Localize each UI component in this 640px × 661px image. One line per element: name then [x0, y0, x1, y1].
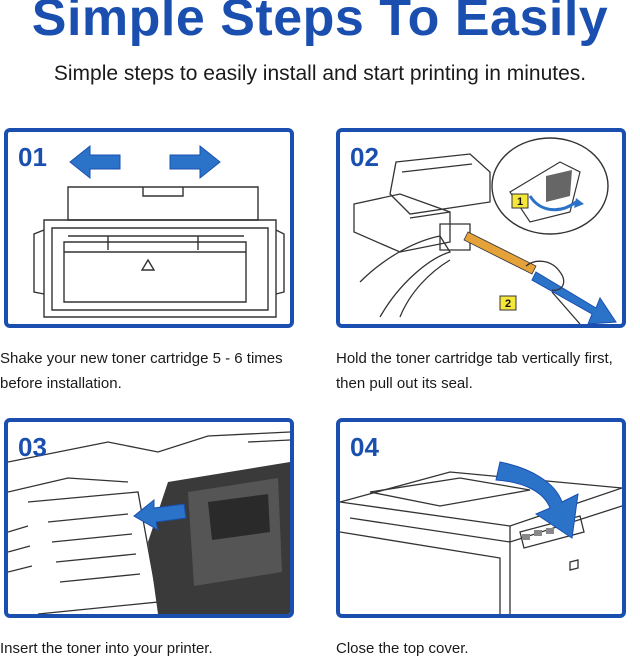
badge-1-label: 1	[517, 196, 523, 208]
zoom-inset-icon	[491, 137, 609, 235]
step-3-caption: Insert the toner into your printer.	[0, 636, 310, 661]
step-3-panel: 03	[4, 418, 294, 618]
insert-toner-illustration	[8, 431, 290, 614]
printer-interior-icon	[8, 431, 290, 614]
step-2-caption-line-1: Hold the toner cartridge tab vertically …	[336, 350, 613, 367]
insert-arrow-icon	[133, 498, 187, 532]
printer-icon	[340, 471, 622, 614]
step-1-caption-line-2: before installation.	[0, 375, 122, 392]
step-1-caption-line-1: Shake your new toner cartridge 5 - 6 tim…	[0, 350, 283, 367]
cartridge-with-seal-icon	[353, 153, 491, 318]
seal-strip-icon	[463, 231, 537, 275]
step-2-number: 02	[350, 142, 379, 172]
step-4-caption-line-1: Close the top cover.	[336, 640, 469, 657]
close-cover-illustration	[340, 461, 622, 614]
step-2-panel: 02 1	[336, 128, 626, 328]
pull-arrow-icon	[531, 271, 617, 324]
close-arrow-icon	[495, 461, 579, 539]
step-4-caption: Close the top cover.	[336, 636, 636, 661]
step-1-panel: 01	[4, 128, 294, 328]
right-arrow-icon	[169, 144, 221, 180]
badge-2-label: 2	[505, 298, 511, 310]
pull-seal-illustration: 1 2	[353, 137, 617, 324]
step-4-number: 04	[350, 432, 379, 462]
step-1-badge: 1	[511, 193, 529, 209]
page-title: Simple Steps To Easily	[31, 0, 609, 47]
control-panel-icon	[522, 528, 554, 540]
left-arrow-icon	[69, 144, 121, 180]
step-3-caption-line-1: Insert the toner into your printer.	[0, 640, 213, 657]
shake-cartridge-illustration	[33, 144, 285, 318]
step-3-number: 03	[18, 432, 47, 462]
toner-cartridge-icon	[33, 186, 285, 318]
step-1-number: 01	[18, 142, 47, 172]
step-2-badge: 2	[499, 295, 517, 311]
step-2-caption: Hold the toner cartridge tab vertically …	[336, 346, 636, 396]
page-subtitle: Simple steps to easily install and start…	[53, 62, 587, 85]
step-1-caption: Shake your new toner cartridge 5 - 6 tim…	[0, 346, 310, 396]
hand-pull-icon	[525, 260, 581, 324]
step-2-caption-line-2: then pull out its seal.	[336, 375, 473, 392]
step-4-panel: 04	[336, 418, 626, 618]
toner-cartridge-dark-icon	[148, 462, 290, 614]
